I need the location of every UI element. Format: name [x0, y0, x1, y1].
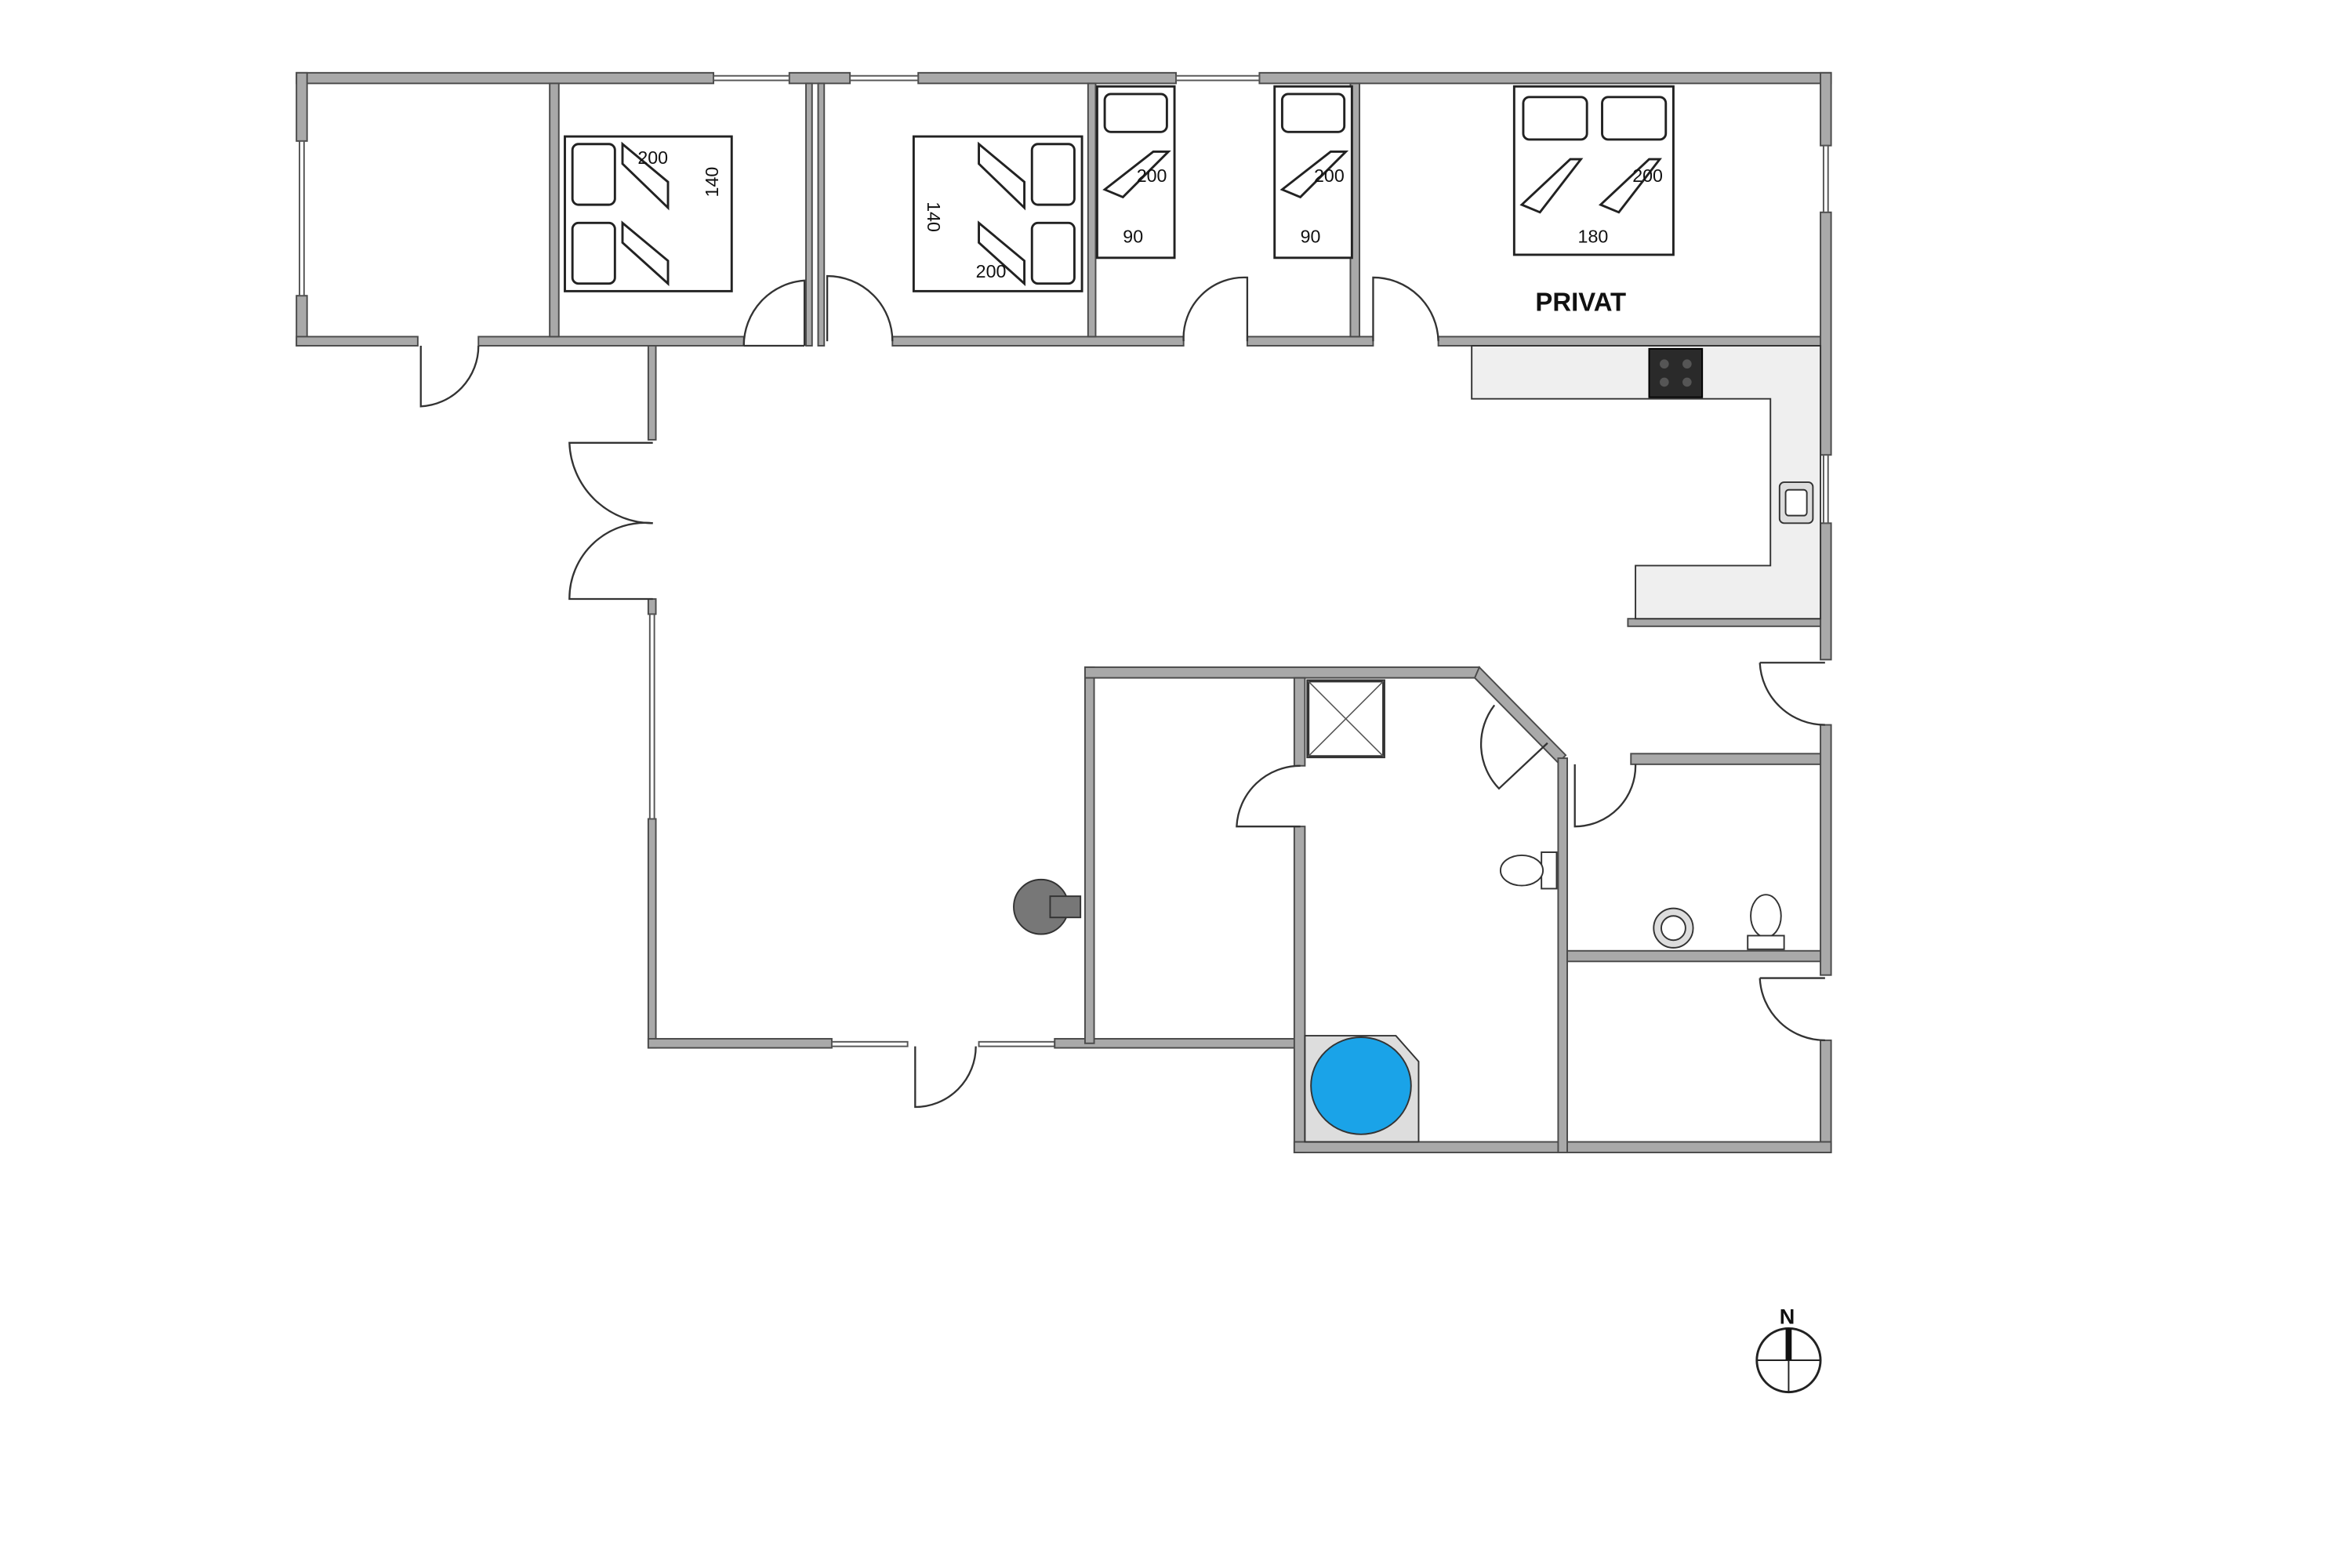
bed-length-label: 200 [637, 147, 668, 168]
bed-width-label: 140 [924, 201, 944, 232]
bathroom-fixtures [1304, 679, 1785, 1143]
bed-width-label: 90 [1301, 226, 1321, 246]
room-label-privat: PRIVAT [1535, 288, 1626, 317]
north-label: N [1780, 1305, 1795, 1329]
bed-length-label: 200 [1632, 165, 1663, 186]
toilet-icon [1747, 894, 1785, 950]
single-bed-2: 200 90 [1273, 85, 1353, 260]
stove-icon [1648, 347, 1704, 398]
double-bed-3: 200 180 [1512, 85, 1675, 256]
bathtub-icon [1304, 1035, 1420, 1143]
double-bed-2: 200 140 [912, 135, 1083, 292]
bed-width-label: 180 [1578, 226, 1609, 246]
bed-length-label: 200 [1137, 165, 1167, 186]
compass-icon: N [1755, 1305, 1822, 1394]
bed-length-label: 200 [1314, 165, 1345, 186]
sink-icon [1778, 481, 1814, 524]
shower-icon [1306, 679, 1385, 759]
bed-width-label: 140 [702, 167, 722, 198]
washbasin-icon [1653, 907, 1694, 949]
bed-length-label: 200 [976, 261, 1007, 281]
walls [296, 71, 1832, 1153]
bed-width-label: 90 [1123, 226, 1143, 246]
toilet-icon [1499, 851, 1558, 890]
single-bed-1: 200 90 [1095, 85, 1176, 260]
double-bed-1: 200 140 [564, 135, 733, 292]
doors [419, 274, 1825, 1109]
kitchen [1471, 345, 1822, 620]
beds: 200 140 200 140 200 90 200 90 [564, 85, 1675, 292]
fireplace-icon [1013, 878, 1082, 935]
kitchen-counter [1471, 345, 1822, 620]
